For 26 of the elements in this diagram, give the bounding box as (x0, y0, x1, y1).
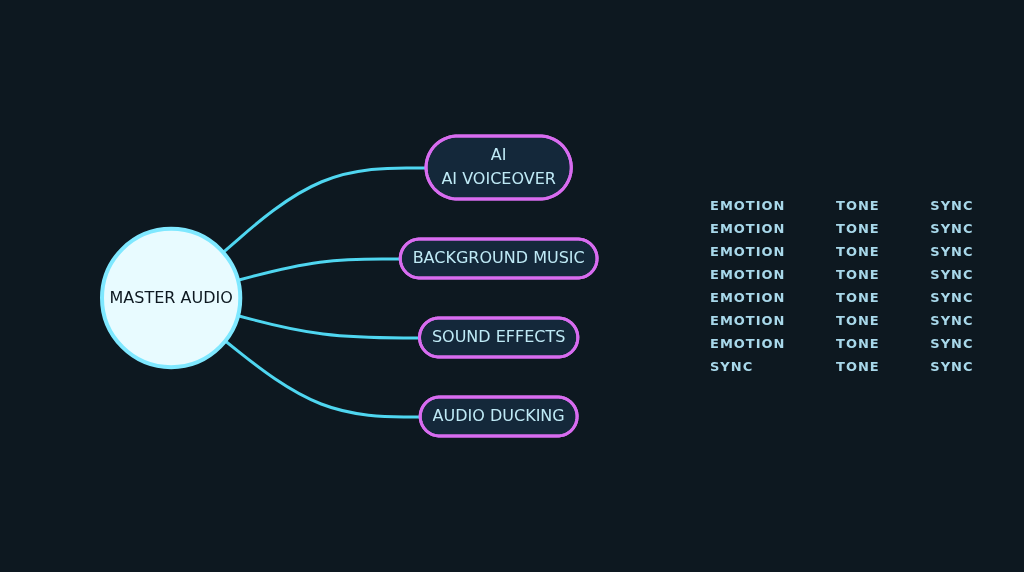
strand-label: TONE (836, 221, 881, 236)
strand-label: SYNC (930, 244, 975, 259)
connector (238, 314, 421, 340)
strand-label: EMOTION (710, 290, 787, 305)
strand-label: EMOTION (710, 267, 787, 282)
strand-label: SYNC (930, 221, 975, 236)
strand-label: EMOTION (710, 198, 787, 213)
strand-label: TONE (836, 198, 881, 213)
strand-label: EMOTION (710, 244, 787, 259)
strand-label: SYNC (710, 359, 755, 374)
strand-label: SYNC (930, 336, 975, 351)
strand-label: TONE (836, 359, 881, 374)
strand-label: TONE (836, 313, 881, 328)
strand-label: SYNC (930, 267, 975, 282)
node-circle: MASTER AUDIO (100, 226, 243, 370)
strand-label: TONE (836, 267, 881, 282)
strand-label: EMOTION (710, 336, 787, 351)
strand-label: EMOTION (710, 221, 787, 236)
strand-label: SYNC (930, 290, 975, 305)
strand-label: TONE (836, 290, 881, 305)
strand-label: SYNC (930, 359, 975, 374)
strand-label: EMOTION (710, 313, 787, 328)
strand-label: TONE (836, 336, 881, 351)
strand-label: TONE (836, 244, 881, 259)
strand-label: SYNC (930, 198, 975, 213)
strand-label: SYNC (930, 313, 975, 328)
